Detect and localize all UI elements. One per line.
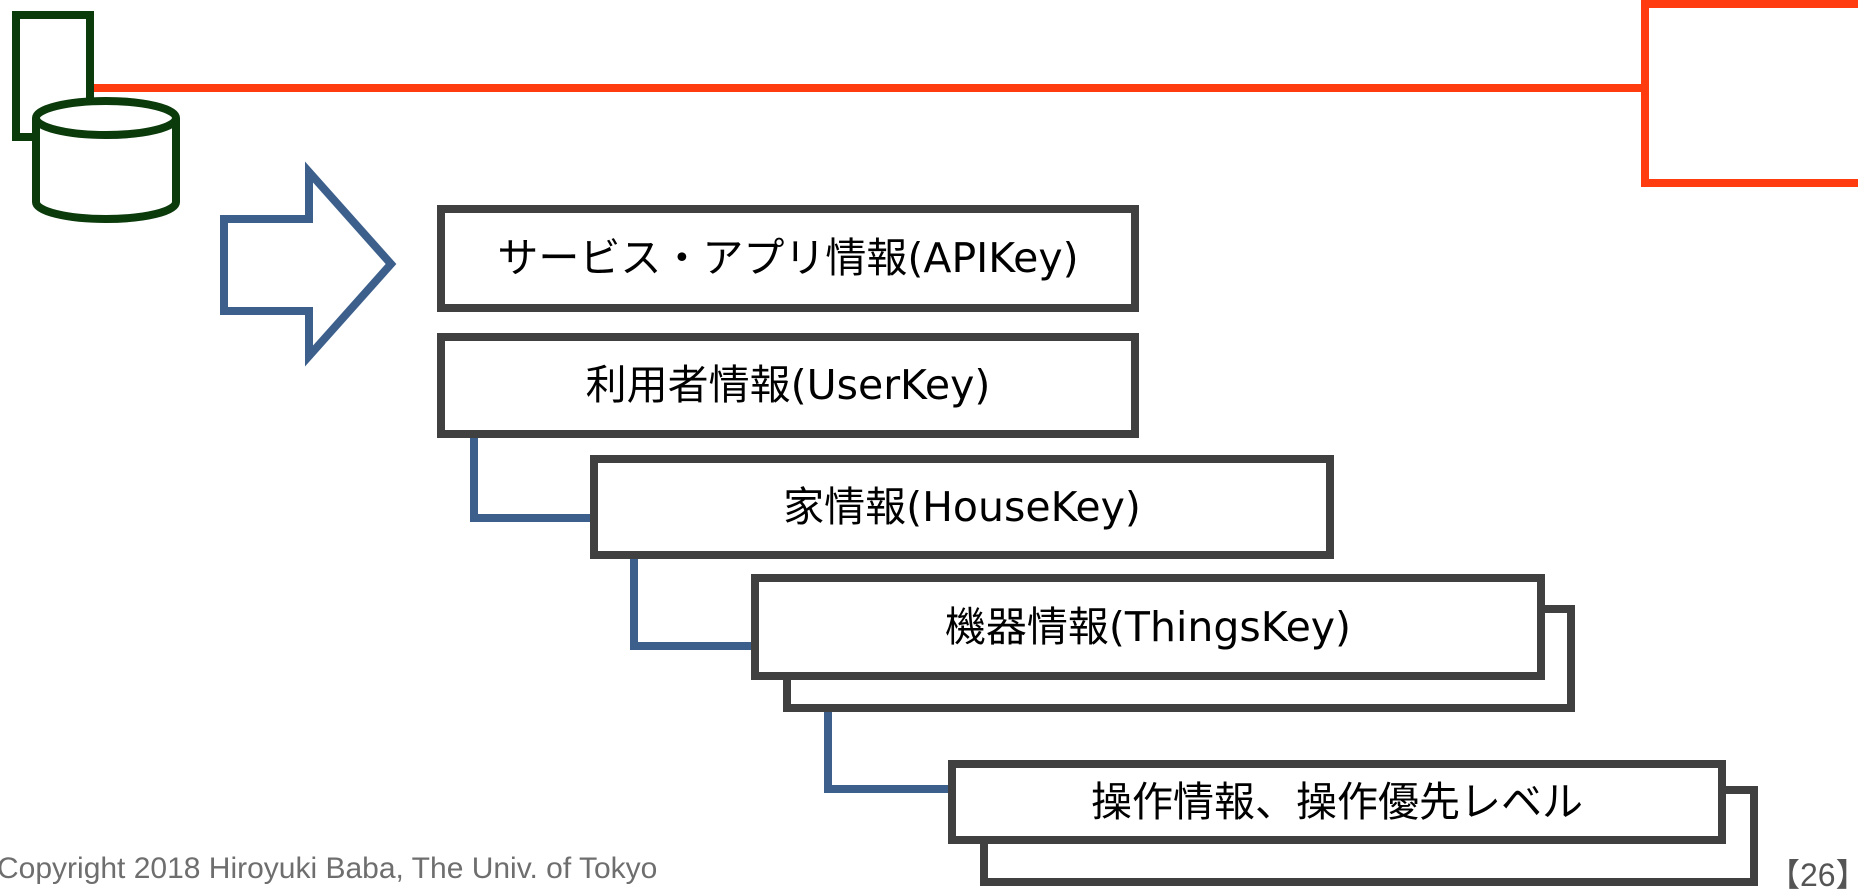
api-key-label: サービス・アプリ情報(APIKey) bbox=[497, 234, 1079, 282]
api-key-box: サービス・アプリ情報(APIKey) bbox=[437, 205, 1139, 312]
operation-info-box: 操作情報、操作優先レベル bbox=[948, 760, 1726, 844]
connector-user-house bbox=[470, 432, 595, 522]
house-key-label: 家情報(HouseKey) bbox=[783, 482, 1141, 531]
right-arrow-icon bbox=[220, 161, 397, 367]
red-partial-box bbox=[1641, 0, 1858, 187]
database-icon bbox=[12, 11, 180, 223]
things-key-label: 機器情報(ThingsKey) bbox=[944, 602, 1352, 651]
house-key-box: 家情報(HouseKey) bbox=[590, 455, 1334, 559]
connector-things-operation bbox=[824, 708, 953, 793]
connector-house-things bbox=[630, 558, 757, 650]
user-key-label: 利用者情報(UserKey) bbox=[585, 361, 991, 409]
cylinder-body bbox=[32, 118, 180, 223]
cylinder-top bbox=[32, 97, 180, 139]
user-key-box: 利用者情報(UserKey) bbox=[437, 333, 1139, 438]
things-key-box: 機器情報(ThingsKey) bbox=[751, 574, 1545, 680]
diagram-canvas bbox=[12, 0, 1858, 793]
operation-info-label: 操作情報、操作優先レベル bbox=[1091, 777, 1583, 826]
footer-copyright: Copyright 2018 Hiroyuki Baba, The Univ. … bbox=[0, 852, 658, 885]
page-number: 【26】 bbox=[1768, 857, 1858, 893]
